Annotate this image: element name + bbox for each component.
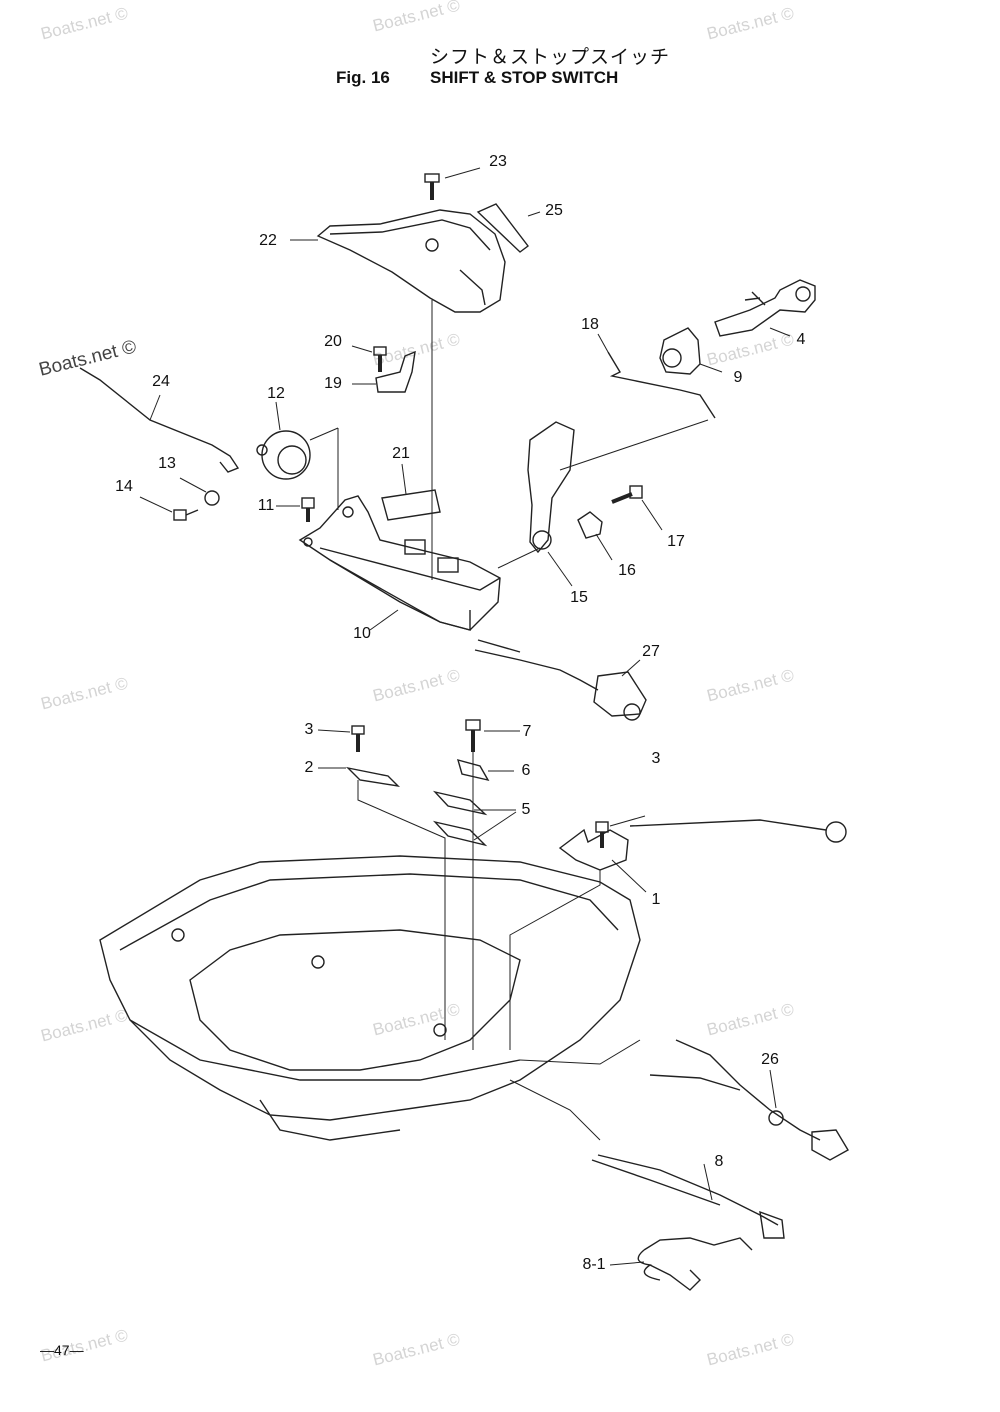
part-19-bracket (375, 350, 416, 393)
shift-cable (629, 819, 827, 831)
part-label: 13 (158, 455, 176, 472)
part-21-plate (381, 489, 441, 521)
part-22-top-cover (316, 209, 506, 313)
part-label: 18 (581, 316, 599, 333)
part-label: 6 (521, 762, 531, 779)
part-label: 22 (259, 232, 277, 249)
page-number: —47— (40, 1342, 84, 1358)
part-10-housing (298, 495, 501, 631)
part-11-bolt (301, 497, 315, 522)
part-label: 12 (267, 385, 285, 402)
part-label: 15 (570, 589, 588, 606)
part-3-screw (351, 725, 365, 752)
figure-number: Fig. 16 (336, 68, 390, 87)
part-13-nut (204, 490, 220, 506)
part-label: 2 (304, 759, 314, 776)
part-label: 3 (304, 721, 314, 738)
part-label: 11 (257, 497, 275, 514)
part-label: 20 (324, 333, 342, 350)
part-label: 17 (667, 533, 685, 550)
part-label: 7 (522, 723, 532, 740)
part-15-lever (527, 421, 575, 554)
part-label: 3 (651, 750, 661, 767)
part-4-switch (714, 279, 816, 337)
part-label: 14 (115, 478, 133, 495)
part-8-1-lanyard (637, 1237, 753, 1291)
part-9-cap (659, 327, 701, 375)
part-label: 21 (392, 445, 410, 462)
leader-lines (139, 167, 791, 1266)
part-5-contact (432, 790, 488, 816)
part-23-screw (424, 173, 440, 200)
part-label: 8-1 (582, 1256, 606, 1273)
lower-cowling (99, 855, 641, 1141)
part-label: 19 (324, 375, 342, 392)
title-english: SHIFT & STOP SWITCH (430, 68, 619, 87)
part-label: 10 (353, 625, 371, 642)
part-label: 24 (152, 373, 170, 390)
part-label: 5 (521, 801, 531, 818)
part-label: 26 (761, 1051, 779, 1068)
part-12-pulley (256, 430, 311, 480)
part-26-switch (649, 1039, 849, 1161)
part-14-bolt (173, 509, 199, 521)
part-17-bolt (611, 485, 643, 504)
part-18-rod (607, 351, 716, 419)
part-1-bracket (558, 828, 629, 871)
part-7-screw (465, 719, 481, 752)
part-label: 8 (714, 1153, 724, 1170)
part-label: 25 (545, 202, 563, 219)
part-2-plate (345, 766, 401, 788)
title-japanese: シフト＆ストップスイッチ (430, 46, 671, 68)
part-label: 23 (489, 153, 507, 170)
part-8-switch (591, 1154, 785, 1239)
part-label: 4 (796, 331, 806, 348)
part-label: 27 (642, 643, 660, 660)
part-label: 1 (651, 891, 661, 908)
part-20-screw (373, 346, 387, 372)
part-16-spacer (577, 511, 603, 539)
part-27-switch (474, 639, 647, 721)
part-24-wire (79, 367, 240, 473)
part-label: 16 (618, 562, 636, 579)
part-25-pad (476, 203, 529, 253)
part-label: 9 (733, 369, 743, 386)
part-5-contact (432, 820, 488, 847)
